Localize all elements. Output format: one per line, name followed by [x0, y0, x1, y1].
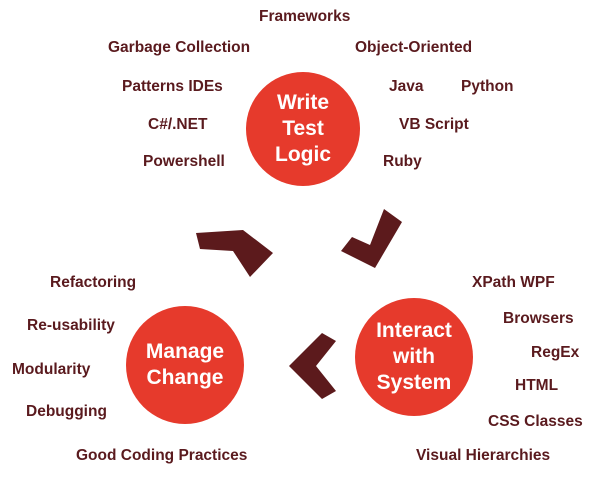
label-debugging: Debugging	[26, 403, 107, 420]
label-frameworks: Frameworks	[259, 8, 351, 25]
arrow-interact-to-manage	[289, 333, 336, 399]
node-write-test-logic: Write Test Logic	[246, 72, 360, 186]
node-manage-line-1: Manage	[145, 339, 225, 363]
label-visual-hierarchies: Visual Hierarchies	[416, 447, 551, 464]
label-browsers: Browsers	[503, 310, 574, 327]
node-write-line-3: Logic	[275, 143, 331, 167]
node-manage-change: Manage Change	[126, 306, 244, 424]
label-object-oriented: Object-Oriented	[355, 39, 473, 56]
label-modularity: Modularity	[12, 361, 91, 378]
node-write-line-2: Test	[282, 116, 324, 140]
label-css-classes: CSS Classes	[488, 413, 583, 430]
label-csharp-net: C#/.NET	[148, 116, 208, 133]
node-interact-line-1: Interact	[376, 318, 452, 342]
label-vb-script: VB Script	[399, 116, 469, 133]
label-ruby: Ruby	[383, 153, 422, 170]
arrow-manage-to-write	[196, 230, 273, 277]
node-interact-with-system: Interact with System	[355, 298, 473, 416]
label-garbage-collection: Garbage Collection	[108, 39, 251, 56]
label-good-coding-practices: Good Coding Practices	[76, 447, 248, 464]
label-refactoring: Refactoring	[50, 274, 137, 291]
label-html: HTML	[515, 377, 559, 394]
label-java: Java	[389, 78, 424, 95]
label-powershell: Powershell	[143, 153, 225, 170]
label-regex: RegEx	[531, 344, 580, 361]
label-xpath-wpf: XPath WPF	[472, 274, 555, 291]
label-patterns-ides: Patterns IDEs	[122, 78, 223, 95]
label-python: Python	[461, 78, 514, 95]
node-write-line-1: Write	[276, 90, 330, 114]
arrow-write-to-interact	[341, 209, 402, 268]
node-manage-line-2: Change	[146, 366, 224, 389]
node-interact-line-2: with	[393, 344, 435, 368]
label-re-usability: Re-usability	[27, 317, 115, 334]
node-interact-line-3: System	[376, 371, 452, 395]
